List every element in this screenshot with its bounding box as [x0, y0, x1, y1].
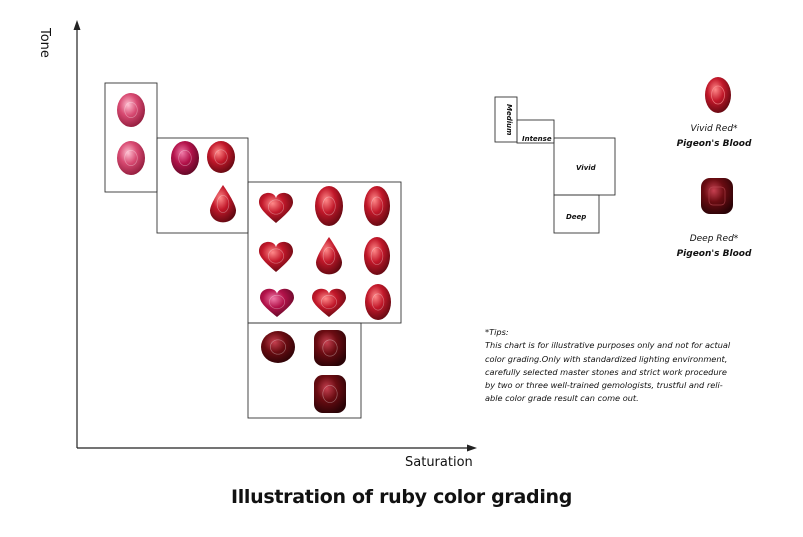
stone-facet-icon	[370, 196, 384, 216]
stone-facet-icon	[370, 247, 384, 265]
ruby-stone-icon	[117, 93, 145, 127]
legend-vivid-stone-table-icon	[711, 85, 725, 105]
stone-facet-icon	[124, 150, 138, 167]
stone-facet-icon	[268, 199, 285, 215]
grade-schematic	[494, 96, 616, 234]
vivid-box-label: Vivid	[576, 164, 596, 172]
ruby-stone-icon	[315, 186, 343, 226]
ruby-stone-icon	[260, 288, 294, 317]
tips-note: *Tips: This chart is for illustrative pu…	[485, 326, 760, 406]
legend-deep-stone-icon	[701, 178, 733, 214]
stone-facet-icon	[268, 248, 285, 264]
legend-vivid-stone-icon	[705, 77, 731, 113]
deep-box	[553, 194, 600, 234]
legend-vivid-line2: Pigeon's Blood	[676, 139, 752, 149]
ruby-stones	[117, 93, 391, 413]
stone-facet-icon	[269, 294, 286, 310]
ruby-stone-icon	[364, 237, 390, 275]
ruby-stone-icon	[316, 237, 342, 275]
medium-box	[494, 96, 518, 143]
legend-deep-line2: Pigeon's Blood	[676, 249, 752, 259]
deep-box-label: Deep	[566, 213, 587, 221]
tips-line: by two or three well-trained gemologists…	[485, 380, 723, 391]
legend-deep-line1: Deep Red*	[689, 234, 739, 244]
stone-facet-icon	[322, 196, 336, 216]
tips-heading: *Tips:	[485, 327, 509, 337]
ruby-stone-icon	[117, 141, 145, 175]
legend-deep-stone-table-icon	[708, 186, 726, 206]
medium-box-label: Medium	[505, 104, 513, 136]
ruby-stone-icon	[314, 330, 346, 366]
ruby-stone-icon	[259, 241, 293, 272]
stone-facet-icon	[178, 150, 192, 167]
y-axis-label: Tone	[37, 28, 52, 58]
legend-vivid-line1: Vivid Red*	[690, 124, 738, 134]
stone-facet-icon	[322, 339, 338, 357]
ruby-stone-icon	[365, 284, 391, 320]
stone-facet-icon	[124, 101, 138, 118]
stone-facet-icon	[270, 339, 287, 355]
intense-box-label: Intense	[522, 135, 552, 143]
y-axis-arrow-icon	[73, 20, 81, 30]
ruby-stone-icon	[259, 192, 293, 223]
stone-facet-icon	[216, 195, 230, 213]
chart-grade-boxes	[104, 82, 402, 419]
axes	[73, 20, 477, 452]
diagram-title: Illustration of ruby color grading	[230, 486, 573, 508]
stone-facet-icon	[322, 247, 336, 265]
intense-box	[516, 119, 555, 144]
ruby-stone-icon	[210, 185, 236, 223]
stone-facet-icon	[214, 149, 228, 165]
ruby-stone-icon	[312, 288, 346, 317]
tips-line: able color grade result can come out.	[485, 393, 639, 404]
tips-line: This chart is for illustrative purposes …	[485, 340, 731, 351]
ruby-stone-icon	[171, 141, 199, 175]
ruby-stone-icon	[364, 186, 390, 226]
stone-facet-icon	[322, 385, 338, 403]
stone-facet-icon	[321, 294, 338, 310]
deep-region	[247, 322, 362, 419]
medium-region	[104, 82, 158, 193]
ruby-stone-icon	[207, 141, 235, 173]
ruby-stone-icon	[314, 375, 346, 413]
tips-line: color grading.Only with standardized lig…	[485, 353, 728, 364]
stone-facet-icon	[371, 293, 385, 311]
x-axis-arrow-icon	[467, 444, 477, 452]
x-axis-label: Saturation	[405, 455, 473, 470]
ruby-stone-icon	[261, 331, 295, 363]
tips-line: carefully selected master stones and str…	[485, 366, 727, 377]
